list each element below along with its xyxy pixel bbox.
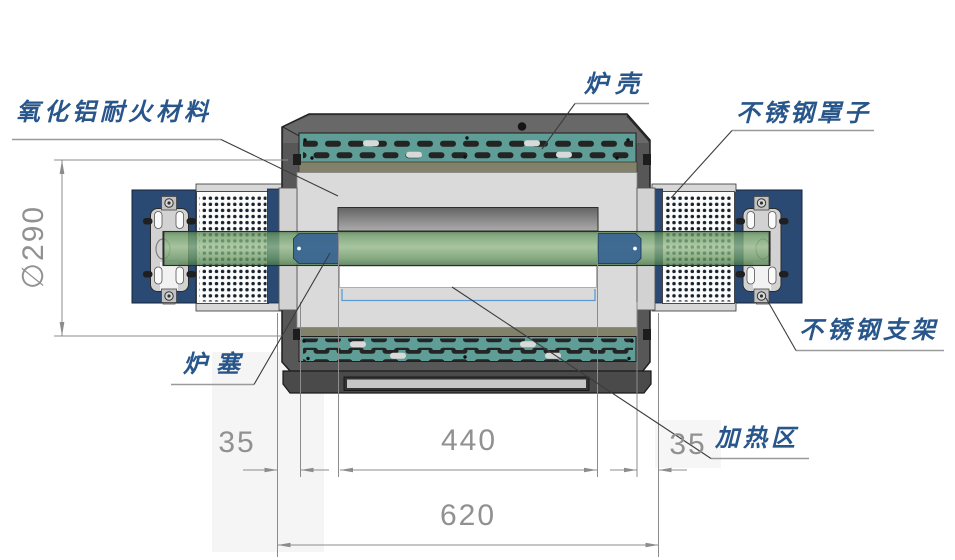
furnace-plug-left bbox=[293, 233, 339, 264]
dim-right-offset: 35 bbox=[669, 428, 707, 461]
dim-heating-length: 440 bbox=[440, 424, 498, 457]
wall-tab bbox=[643, 154, 651, 165]
heating-cavity bbox=[339, 265, 597, 288]
label-leaders bbox=[12, 102, 944, 460]
furnace-plug-right bbox=[597, 233, 642, 264]
extension-lines bbox=[54, 159, 659, 557]
thermocouple-line bbox=[341, 289, 596, 302]
top-vent-hole bbox=[517, 121, 527, 132]
label-heating-zone: 加热区 bbox=[715, 423, 799, 452]
label-plug: 炉塞 bbox=[183, 349, 249, 378]
top-olive-strip bbox=[298, 161, 638, 173]
label-steel-cover: 不锈钢罩子 bbox=[736, 98, 871, 127]
wall-tab bbox=[293, 154, 301, 165]
vent-panel-top bbox=[298, 132, 637, 164]
paper-tint bbox=[655, 420, 721, 468]
dimension-lines bbox=[59, 160, 687, 548]
label-refractory: 氧化铝耐火材料 bbox=[16, 97, 212, 126]
wall-tab bbox=[293, 329, 301, 340]
label-steel-bracket: 不锈钢支架 bbox=[799, 315, 939, 344]
label-shell: 炉壳 bbox=[584, 69, 646, 98]
wall-tab bbox=[643, 329, 651, 340]
right-steel-bracket bbox=[735, 195, 789, 305]
dim-left-offset: 35 bbox=[218, 426, 256, 459]
vent-panel-bottom bbox=[298, 336, 637, 362]
heating-element-block bbox=[337, 207, 599, 232]
dim-overall-length: 620 bbox=[439, 499, 497, 532]
bottom-olive-strip bbox=[298, 327, 638, 338]
furnace-tube bbox=[162, 230, 771, 267]
dim-diameter: ∅290 bbox=[17, 204, 50, 290]
